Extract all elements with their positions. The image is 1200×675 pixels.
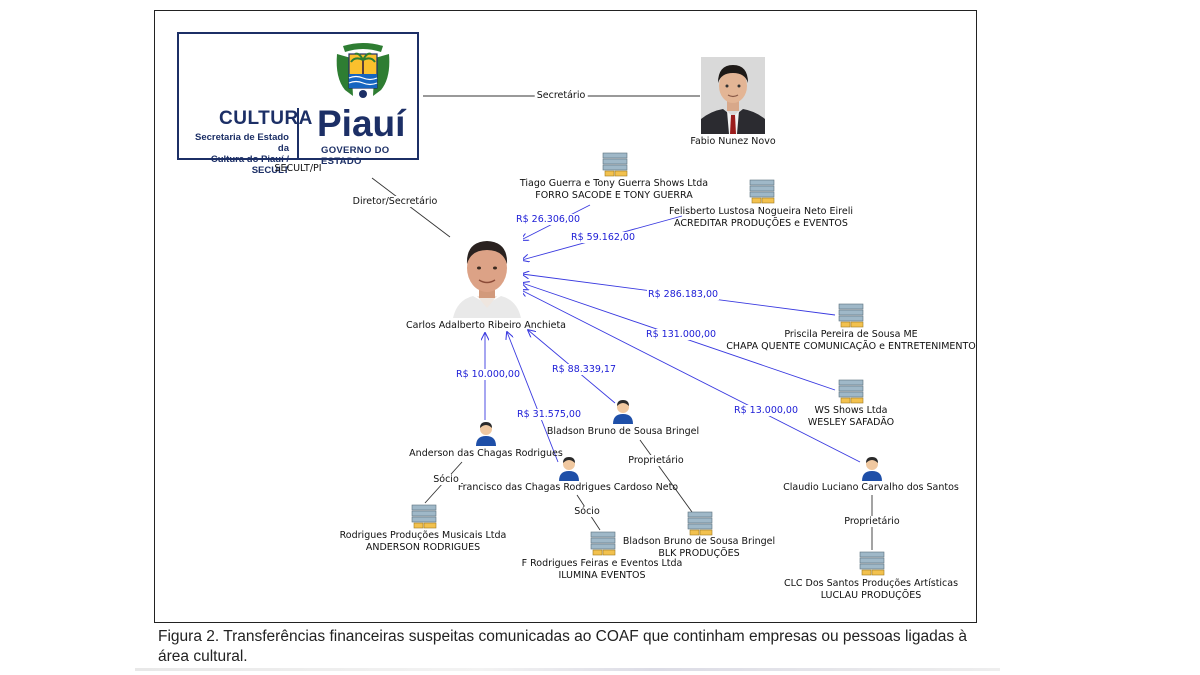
building-stack-icon	[411, 504, 437, 529]
company-felisberto-brand: ACREDITAR PRODUÇÕES e EVENTOS	[674, 218, 848, 229]
relation-socio-anderson: Sócio	[431, 474, 461, 485]
company-frodrigues-brand: ILUMINA EVENTOS	[558, 570, 646, 581]
anderson-label: Anderson das Chagas Rodrigues	[409, 448, 563, 459]
relation-proprietario-bladson: Proprietário	[626, 455, 686, 466]
company-priscila-brand: CHAPA QUENTE COMUNICAÇÃO e ENTRETENIMENT…	[726, 341, 976, 352]
building-stack-icon	[687, 511, 713, 536]
fabio-label: Fabio Nunez Novo	[690, 136, 776, 147]
company-rodrigues: Rodrigues Produções Musicais Ltda ANDERS…	[340, 530, 507, 554]
company-clc-name: CLC Dos Santos Produções Artísticas	[783, 578, 959, 589]
page-divider	[135, 668, 1000, 671]
company-tiago: Tiago Guerra e Tony Guerra Shows Ltda FO…	[520, 178, 708, 202]
amount-priscila: R$ 286.183,00	[647, 289, 720, 300]
person-icon	[613, 400, 633, 424]
company-felisberto-name: Felisberto Lustosa Nogueira Neto Eireli	[669, 206, 853, 217]
fabio-photo	[701, 57, 765, 134]
logo-divider	[297, 108, 299, 158]
company-blk-name: Bladson Bruno de Sousa Bringel	[622, 536, 776, 547]
relation-diretor: Diretor/Secretário	[350, 196, 440, 207]
company-blk: Bladson Bruno de Sousa Bringel BLK PRODU…	[623, 536, 775, 560]
company-ws: WS Shows Ltda WESLEY SAFADÃO	[808, 405, 894, 429]
company-priscila-name: Priscila Pereira de Sousa ME	[784, 329, 918, 340]
company-frodrigues: F Rodrigues Feiras e Eventos Ltda ILUMIN…	[522, 558, 683, 582]
building-stack-icon	[859, 551, 885, 576]
company-tiago-name: Tiago Guerra e Tony Guerra Shows Ltda	[519, 178, 709, 189]
secult-label: SECULT/PI	[274, 163, 322, 174]
building-stack-icon	[838, 379, 864, 404]
carlos-label: Carlos Adalberto Ribeiro Anchieta	[405, 320, 567, 331]
piaui-wordmark: Piauí	[317, 103, 406, 144]
amount-tiago: R$ 26.306,00	[515, 214, 582, 225]
secretaria-line-2: Cultura do Piauí / SECULT	[210, 154, 289, 176]
amount-bladson: R$ 88.339,17	[551, 364, 618, 375]
company-blk-brand: BLK PRODUÇÕES	[658, 548, 740, 559]
amount-anderson: R$ 10.000,00	[455, 369, 522, 380]
company-rodrigues-name: Rodrigues Produções Musicais Ltda	[339, 530, 507, 541]
company-frodrigues-name: F Rodrigues Feiras e Eventos Ltda	[521, 558, 683, 569]
amount-claudio: R$ 13.000,00	[733, 405, 800, 416]
person-icon	[862, 457, 882, 481]
edge-diretor	[371, 177, 451, 238]
edge-transfer-claudio	[521, 290, 861, 463]
carlos-photo	[451, 232, 523, 318]
cultura-wordmark: CULTURA	[219, 108, 313, 129]
company-tiago-brand: FORRO SACODE E TONY GUERRA	[535, 190, 693, 201]
bladson-label: Bladson Bruno de Sousa Bringel	[546, 426, 700, 437]
company-ws-name: WS Shows Ltda	[814, 405, 888, 416]
amount-francisco: R$ 31.575,00	[516, 409, 583, 420]
figure-caption: Figura 2. Transferências financeiras sus…	[158, 628, 968, 665]
building-stack-icon	[590, 531, 616, 556]
company-priscila: Priscila Pereira de Sousa ME CHAPA QUENT…	[726, 329, 976, 353]
relation-proprietario-claudio: Proprietário	[842, 516, 902, 527]
edge-proprietario-bladson	[639, 439, 693, 513]
diagram-frame	[154, 10, 977, 623]
company-felisberto: Felisberto Lustosa Nogueira Neto Eireli …	[669, 206, 853, 230]
relation-secretario: Secretário	[534, 90, 588, 101]
coat-of-arms-icon	[336, 43, 390, 98]
secult-logo: CULTURA Secretaria de Estado da Cultura …	[177, 32, 419, 176]
relation-socio-francisco: Sócio	[572, 506, 602, 517]
edge-transfer-francisco	[507, 332, 559, 463]
secretaria-line-1: Secretaria de Estado da	[195, 132, 289, 154]
company-clc-brand: LUCLAU PRODUÇÕES	[820, 590, 922, 601]
person-icon	[559, 457, 579, 481]
company-rodrigues-brand: ANDERSON RODRIGUES	[365, 542, 481, 553]
amount-felisberto: R$ 59.162,00	[570, 232, 637, 243]
company-ws-brand: WESLEY SAFADÃO	[807, 417, 895, 428]
claudio-label: Claudio Luciano Carvalho dos Santos	[783, 482, 959, 493]
person-icon	[476, 422, 496, 446]
building-stack-icon	[838, 303, 864, 328]
secretaria-text: Secretaria de Estado da Cultura do Piauí…	[187, 132, 289, 176]
building-stack-icon	[602, 152, 628, 177]
francisco-label: Francisco das Chagas Rodrigues Cardoso N…	[457, 482, 679, 493]
amount-ws: R$ 131.000,00	[645, 329, 718, 340]
building-stack-icon	[749, 179, 775, 204]
governo-text: GOVERNO DO ESTADO	[321, 145, 390, 167]
company-clc: CLC Dos Santos Produções Artísticas LUCL…	[784, 578, 958, 602]
